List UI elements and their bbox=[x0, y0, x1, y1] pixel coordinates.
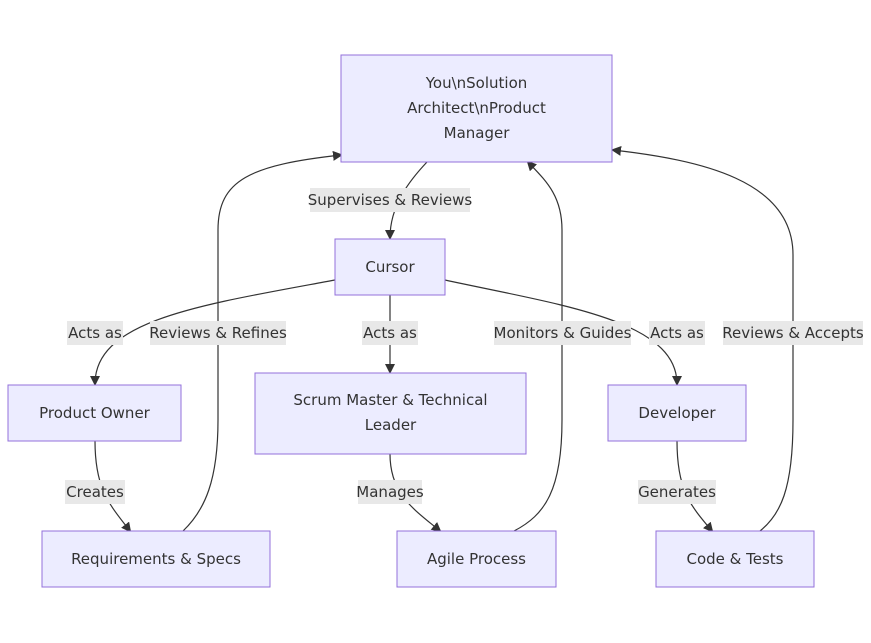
label-reviews-refines: Reviews & Refines bbox=[149, 321, 287, 345]
node-agile-process: Agile Process bbox=[396, 530, 557, 588]
node-scrum-master: Scrum Master & Technical Leader bbox=[254, 372, 527, 455]
edge-acts-dev bbox=[444, 279, 682, 386]
svg-text:Manages: Manages bbox=[356, 483, 424, 501]
svg-text:Acts as: Acts as bbox=[650, 324, 704, 342]
edge-monitors bbox=[513, 160, 563, 532]
svg-text:Product Owner: Product Owner bbox=[39, 404, 151, 422]
label-acts-po: Acts as bbox=[67, 321, 123, 345]
edge-reviews-accepts bbox=[611, 145, 794, 532]
svg-text:Acts as: Acts as bbox=[68, 324, 122, 342]
label-reviews-accepts: Reviews & Accepts bbox=[722, 321, 864, 345]
svg-text:Generates: Generates bbox=[638, 483, 716, 501]
label-supervises: Supervises & Reviews bbox=[308, 188, 473, 212]
svg-text:You\nSolution: You\nSolution bbox=[425, 74, 528, 92]
svg-text:Requirements & Specs: Requirements & Specs bbox=[71, 550, 241, 568]
svg-text:Reviews & Accepts: Reviews & Accepts bbox=[722, 324, 864, 342]
node-cursor: Cursor bbox=[334, 238, 446, 296]
label-acts-sm: Acts as bbox=[362, 321, 418, 345]
label-creates: Creates bbox=[65, 480, 125, 504]
svg-text:Supervises & Reviews: Supervises & Reviews bbox=[308, 191, 473, 209]
node-developer: Developer bbox=[607, 384, 747, 442]
svg-text:Creates: Creates bbox=[66, 483, 124, 501]
svg-text:Architect\nProduct: Architect\nProduct bbox=[407, 99, 546, 117]
svg-text:Reviews & Refines: Reviews & Refines bbox=[149, 324, 287, 342]
label-manages: Manages bbox=[356, 480, 424, 504]
label-generates: Generates bbox=[638, 480, 716, 504]
node-requirements: Requirements & Specs bbox=[41, 530, 271, 588]
svg-text:Cursor: Cursor bbox=[365, 258, 415, 276]
label-monitors: Monitors & Guides bbox=[494, 321, 632, 345]
svg-text:Monitors & Guides: Monitors & Guides bbox=[494, 324, 632, 342]
svg-text:Code & Tests: Code & Tests bbox=[687, 550, 784, 568]
svg-text:Scrum Master & Technical: Scrum Master & Technical bbox=[293, 391, 487, 409]
svg-text:Agile Process: Agile Process bbox=[427, 550, 526, 568]
edge-acts-po bbox=[90, 279, 336, 386]
edge-reviews-refines bbox=[182, 150, 343, 532]
svg-text:Leader: Leader bbox=[365, 416, 417, 434]
node-you: You\nSolution Architect\nProduct Manager bbox=[340, 54, 613, 163]
node-product-owner: Product Owner bbox=[7, 384, 182, 442]
node-code-tests: Code & Tests bbox=[655, 530, 815, 588]
svg-text:Developer: Developer bbox=[638, 404, 716, 422]
svg-text:Manager: Manager bbox=[444, 124, 511, 142]
label-acts-dev: Acts as bbox=[649, 321, 705, 345]
svg-text:Acts as: Acts as bbox=[363, 324, 417, 342]
